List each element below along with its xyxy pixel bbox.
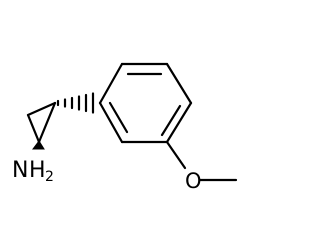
chemical-structure-diagram: O N H 2	[12, 62, 238, 193]
amine-hydrogen-label: H	[29, 158, 46, 183]
solid-wedge-bond	[32, 140, 45, 150]
methoxy-group: O	[165, 140, 238, 193]
amine-group: N H 2	[12, 158, 54, 185]
cyclopropane-bond-top	[26, 101, 57, 117]
cyclopropane-bond-left	[26, 113, 41, 144]
amine-nitrogen-label: N	[12, 158, 28, 183]
ring-bond-3	[165, 62, 193, 105]
ring-to-oxygen-bond	[165, 140, 187, 170]
ring-bond-4	[165, 101, 193, 144]
cyclopropane-bond-right	[37, 101, 57, 144]
hashed-wedge-bond	[56, 92, 95, 114]
stereo-bonds	[32, 92, 95, 150]
aromatic-inner-bond-left	[108, 101, 129, 134]
ring-bond-1	[98, 62, 124, 105]
oxygen-atom-label: O	[185, 169, 202, 193]
ring-bond-6	[98, 101, 124, 144]
aromatic-inner-bond-right	[160, 104, 182, 137]
cyclopropane-ring	[26, 101, 57, 144]
benzene-ring	[98, 62, 193, 144]
amine-hydrogen-count: 2	[45, 169, 54, 185]
